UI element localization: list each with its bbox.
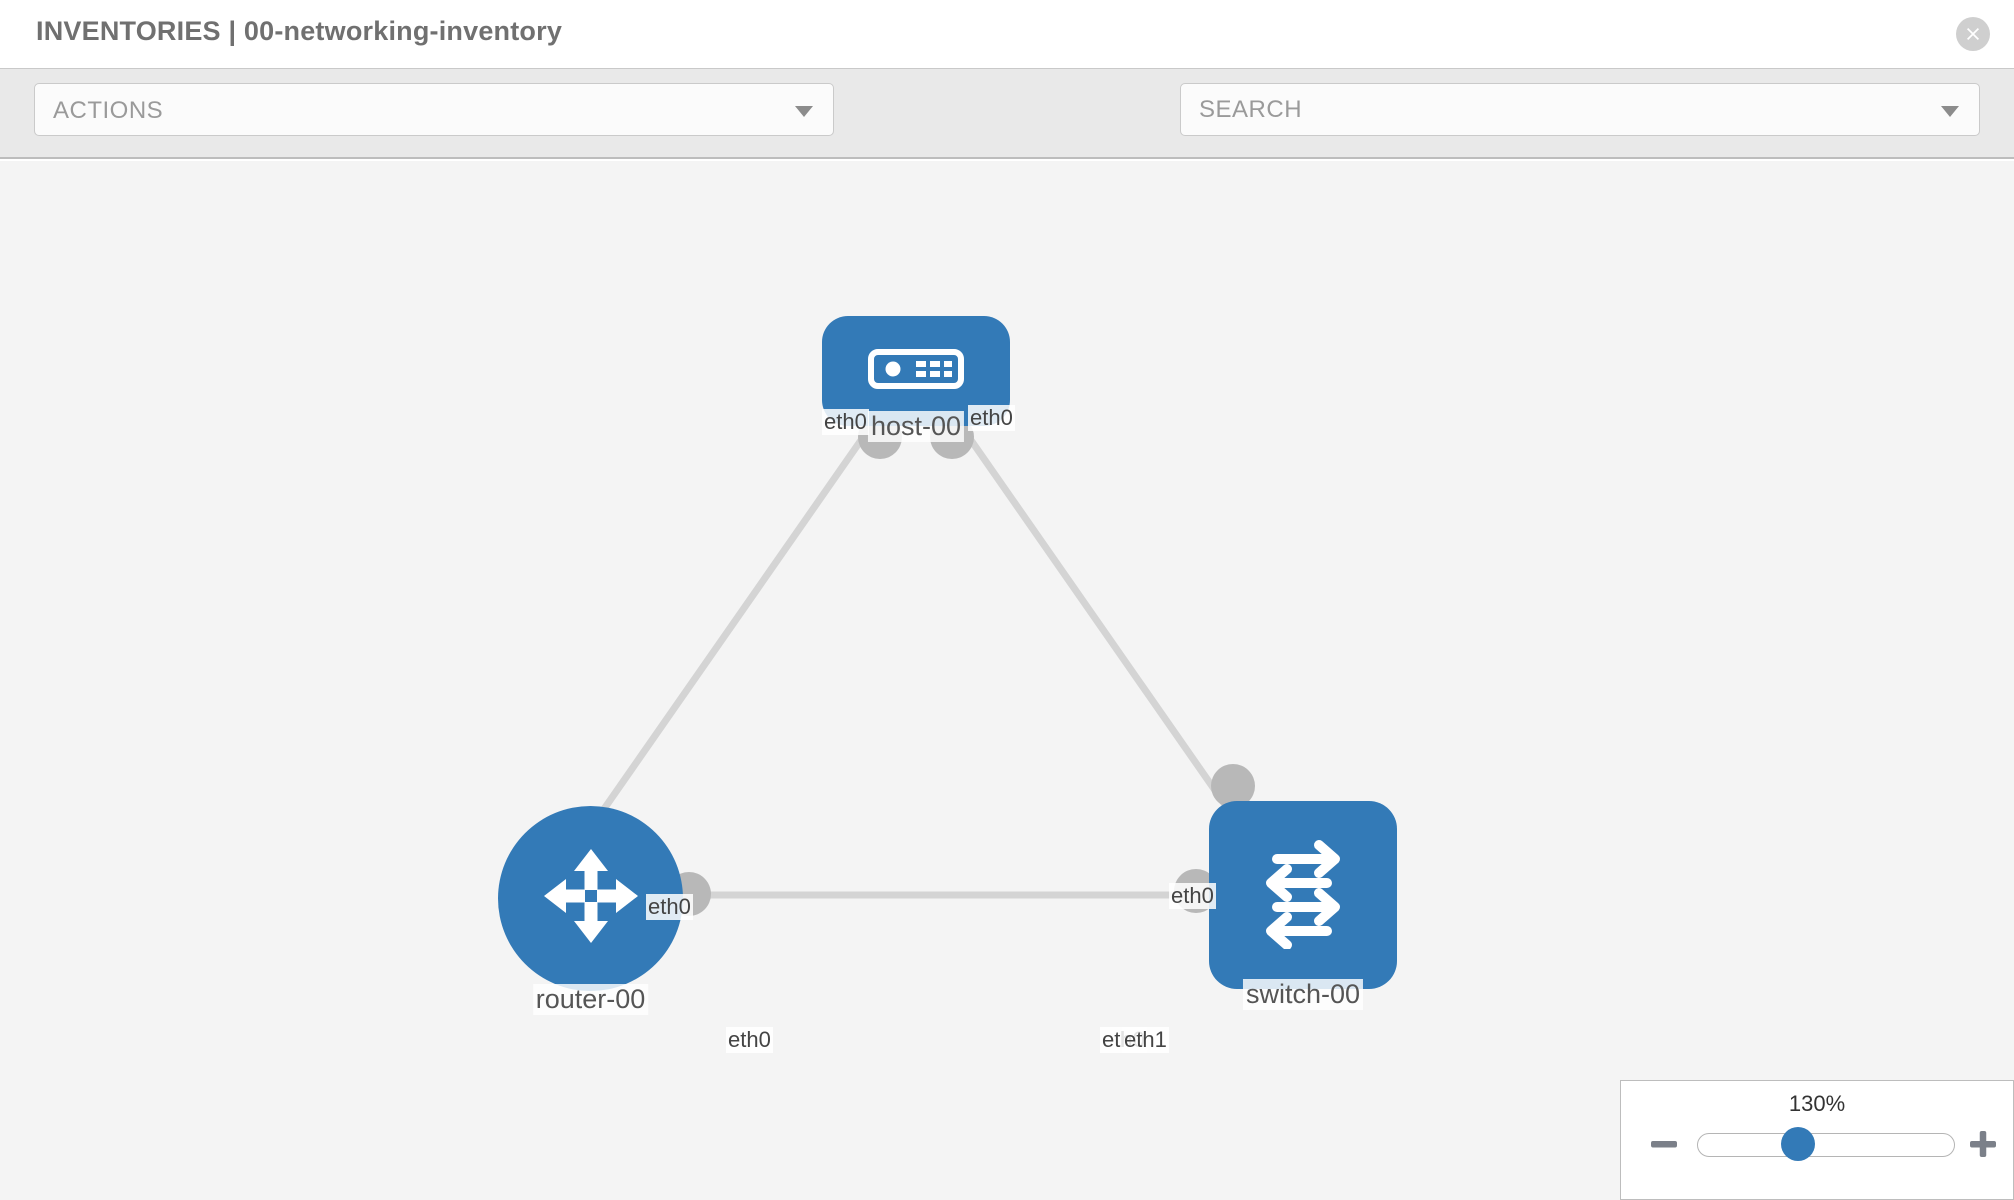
topology-node-host-00[interactable]: host-00 — [822, 316, 1010, 442]
plus-icon — [1966, 1127, 2000, 1161]
page-title: INVENTORIES | 00-networking-inventory — [36, 16, 563, 46]
host-node-shape — [822, 316, 1010, 426]
search-field[interactable] — [1180, 83, 1980, 136]
zoom-in-button[interactable] — [1966, 1127, 2000, 1161]
switch-arrows-icon — [1247, 837, 1359, 954]
node-label-switch-00: switch-00 — [1242, 979, 1364, 1010]
zoom-control-panel: 130% — [1620, 1080, 2014, 1200]
actions-dropdown-label: ACTIONS — [53, 97, 164, 124]
actions-dropdown[interactable]: ACTIONS — [34, 83, 834, 136]
minus-icon — [1647, 1127, 1681, 1161]
page-header: INVENTORIES | 00-networking-inventory — [0, 0, 2014, 68]
router-node-shape — [498, 806, 683, 991]
link-endpoint-nub — [1211, 764, 1255, 808]
zoom-slider-thumb[interactable] — [1781, 1127, 1815, 1161]
close-icon — [1964, 25, 1982, 43]
router-arrows-icon — [536, 841, 646, 956]
toolbar: ACTIONS — [0, 68, 2014, 202]
server-icon — [868, 347, 964, 396]
zoom-slider[interactable] — [1697, 1133, 1955, 1157]
zoom-level-label: 130% — [1788, 1091, 1846, 1116]
node-label-host-00: host-00 — [867, 411, 965, 442]
search-input[interactable] — [1181, 84, 1931, 135]
topology-canvas[interactable]: host-00 router-00 — [0, 161, 2014, 1200]
chevron-down-icon — [795, 106, 813, 117]
topology-node-switch-00[interactable]: switch-00 — [1209, 801, 1397, 1010]
topology-node-router-00[interactable]: router-00 — [498, 806, 683, 1015]
zoom-out-button[interactable] — [1647, 1127, 1681, 1161]
chevron-down-icon[interactable] — [1941, 106, 1959, 117]
node-label-router-00: router-00 — [532, 984, 649, 1015]
switch-node-shape — [1209, 801, 1397, 989]
close-button[interactable] — [1956, 17, 1990, 51]
